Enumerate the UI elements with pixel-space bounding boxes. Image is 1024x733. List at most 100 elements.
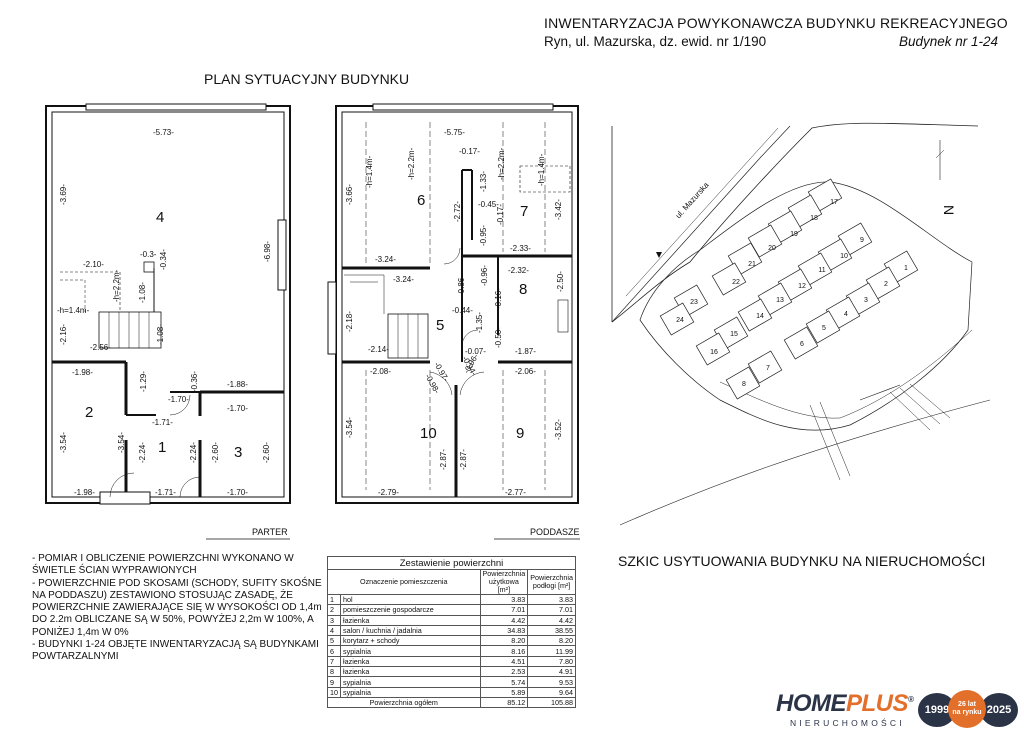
at-dim-12: -3.42- [554,199,563,220]
plan-title: PLAN SYTUACYJNY BUDYNKU [204,71,410,87]
logo-home: HOME [776,690,847,717]
at-dim-36: -2.87- [439,449,448,470]
notes: - POMIAR I OBLICZENIE POWIERZCHNI WYKONA… [32,553,332,664]
at-dim-13: -0.95- [479,225,488,246]
badge-years-on-market: 26 lat na rynku [948,690,986,728]
row-usable: 3.83 [479,593,529,606]
gf-dim-19: -1.71- [152,418,173,427]
gf-dim-16: -1.88- [227,380,248,389]
badge-years: 26 lat [958,701,976,708]
gf-dim-27: -1.71- [155,488,176,497]
row-name: hol [340,593,481,606]
gf-dim-20: -3.54- [59,432,68,453]
at-dim-16: -3.24- [393,275,414,284]
north-arrow-label: N [941,205,957,215]
house-13: 13 [776,297,784,304]
gf-dim-24: -2.60- [211,442,220,463]
at-dim-26: -0.07- [465,347,486,356]
at-dim-5: -h=2.2m- [497,147,506,180]
row-floor: 7.01 [527,604,576,616]
row-number: 2 [327,604,341,616]
row-number: 3 [327,614,341,626]
row-floor: 7.80 [527,655,576,668]
room-5-number: 5 [436,317,444,334]
at-dim-25: -2.14- [368,345,389,354]
at-dim-10: -0.45- [478,200,499,209]
at-dim-3: -h=2.2m- [407,147,416,180]
badge-year-end: 2025 [980,693,1018,727]
at-dim-24: -1.35- [475,312,484,333]
gf-dim-28: -1.70- [227,488,248,497]
row-name: sypialnia [340,645,481,657]
house-9: 9 [860,237,864,244]
house-19: 19 [790,231,798,238]
note-2: - POWIERZCHNIE POD SKOSAMI (SCHODY, SUFI… [32,577,322,638]
at-dim-29: -2.08- [370,367,391,376]
gf-dim-18: -1.70- [227,404,248,413]
room-2-number: 2 [85,404,93,421]
row-name: łazienka [340,614,481,626]
poddasze-label: PODDASZE [530,527,580,537]
at-dim-14: -2.33- [510,244,531,253]
row-usable: 5.89 [479,686,529,698]
at-dim-20: -2.50- [556,271,565,292]
at-dim-40: -2.77- [505,488,526,497]
room-3-number: 3 [234,444,242,461]
house-18: 18 [810,215,818,222]
row-usable: 5.74 [479,676,529,688]
building-number: Budynek nr 1-24 [899,34,999,49]
at-dim-8: -2.72- [453,201,462,222]
gf-dim-2: -3.69- [59,184,68,205]
gf-dim-26: -1.98- [74,488,95,497]
gf-dim-13: -1.98- [72,368,93,377]
ground-floor-plan [45,103,291,505]
at-dim-9: -1.33- [479,171,488,192]
row-usable: 8.16 [479,645,529,657]
house-3: 3 [864,297,868,304]
house-8: 8 [742,381,746,388]
gf-dim-4: -0.3- [140,250,157,259]
note-1: - POMIAR I OBLICZENIE POWIERZCHNI WYKONA… [32,553,294,577]
house-22: 22 [732,279,740,286]
row-floor: 9.53 [527,676,576,688]
row-floor: 8.20 [527,635,576,647]
gf-dim-9: -h=1.4m- [57,306,90,315]
house-24: 24 [676,317,684,324]
badge-on-market: na rynku [952,709,982,716]
row-number: 5 [327,635,341,647]
row-usable: 4.51 [479,655,529,668]
gf-dim-1: -5.73- [153,128,174,137]
area-summary-table: Zestawienie powierzchni Oznaczenie pomie… [327,556,576,709]
row-number: 6 [327,645,341,657]
col-name-header: Oznaczenie pomieszczenia [327,569,481,595]
house-11: 11 [818,267,825,274]
row-number: 9 [327,676,341,688]
row-name: łazienka [340,655,481,668]
row-number: 8 [327,666,341,678]
row-floor: 3.83 [527,593,576,606]
col-usable-header: Powierzchnia użytkowa [m²] [479,569,529,595]
at-dim-7: -3.66- [345,184,354,205]
at-dim-22: -0.44- [452,306,473,315]
house-4: 4 [844,311,848,318]
row-name: łazienka [340,666,481,678]
logo-plus: PLUS [846,690,909,717]
row-floor: 4.91 [527,666,576,678]
house-12: 12 [798,283,806,290]
parter-label: PARTER [252,527,288,537]
gf-dim-23: -2.24- [189,442,198,463]
house-2: 2 [884,281,888,288]
total-label: Powierzchnia ogółem [327,696,481,709]
gf-dim-8: -1.08- [138,282,147,303]
at-dim-19: -2.32- [508,266,529,275]
house-20: 20 [768,245,776,252]
table-title: Zestawienie powierzchni [327,556,576,570]
at-dim-23: -0.16- [494,288,503,309]
gf-dim-14: -1.29- [139,371,148,392]
house-6: 6 [800,341,804,348]
